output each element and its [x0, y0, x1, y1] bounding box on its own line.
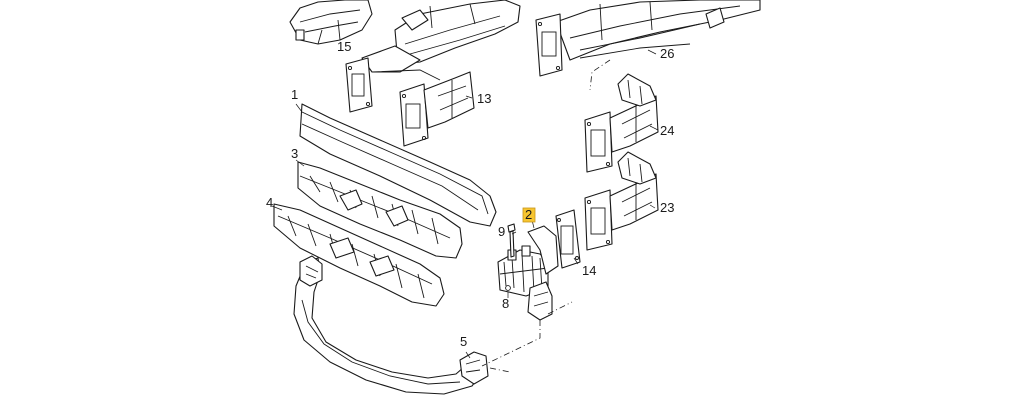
callout-8[interactable]: 8 [502, 296, 509, 311]
part-3-energy-absorber[interactable] [297, 161, 463, 259]
callout-2[interactable]: 2 [525, 207, 532, 222]
part-26-right-rail[interactable] [535, 0, 761, 77]
callout-2-highlight [522, 207, 536, 223]
part-5-lower-crossmember[interactable] [293, 255, 489, 395]
part-8-bracket-assembly[interactable] [497, 225, 559, 321]
part-14-mounting-plate[interactable] [555, 209, 581, 269]
callout-15[interactable]: 15 [337, 39, 351, 54]
left-frame-rail[interactable] [345, 0, 521, 113]
callout-24[interactable]: 24 [660, 123, 674, 138]
callout-5[interactable]: 5 [460, 334, 467, 349]
leader-lines [271, 49, 659, 359]
part-9-bolt[interactable] [507, 223, 516, 258]
part-23-crush-box[interactable] [584, 151, 659, 251]
part-15-bracket[interactable] [289, 0, 373, 45]
callout-1[interactable]: 1 [291, 87, 298, 102]
part-24-crush-box[interactable] [584, 73, 659, 173]
callout-labels: 15 26 1 13 24 3 4 2 9 23 14 8 5 [266, 39, 674, 349]
centerlines [481, 59, 611, 373]
callout-14[interactable]: 14 [582, 263, 596, 278]
callout-23[interactable]: 23 [660, 200, 674, 215]
callout-26[interactable]: 26 [660, 46, 674, 61]
part-4-lower-absorber[interactable] [273, 203, 445, 307]
callout-4[interactable]: 4 [266, 195, 273, 210]
callout-13[interactable]: 13 [477, 91, 491, 106]
callout-3[interactable]: 3 [291, 146, 298, 161]
part-13-crush-box[interactable] [399, 71, 475, 147]
part-1-bumper-beam[interactable] [299, 103, 497, 227]
callout-9[interactable]: 9 [498, 224, 505, 239]
